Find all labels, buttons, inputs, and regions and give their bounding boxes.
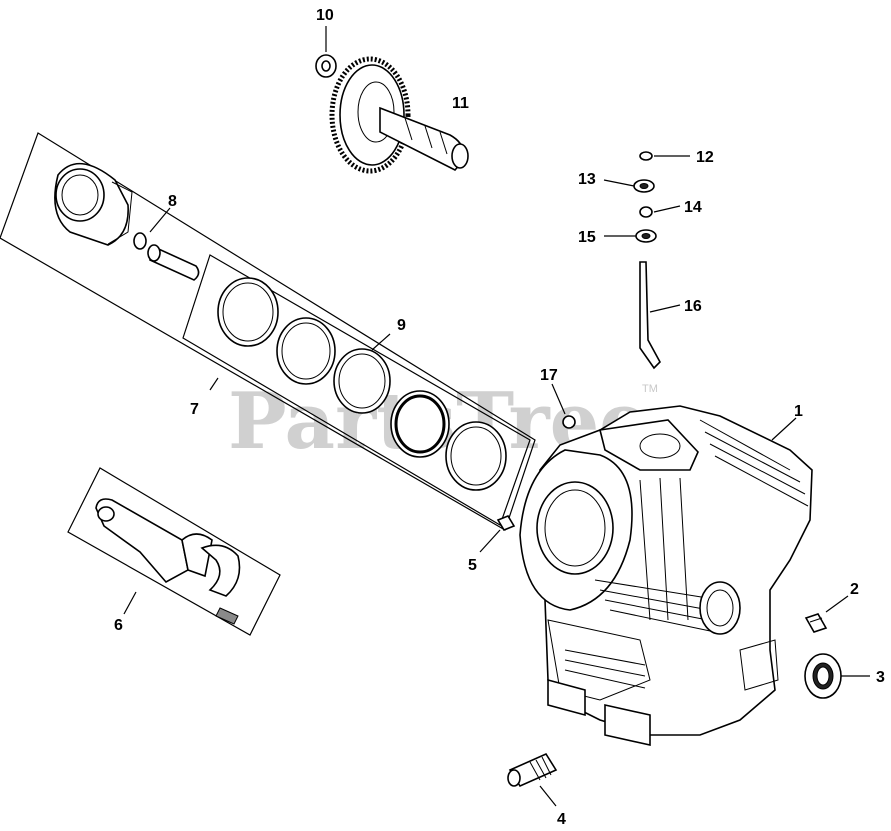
callout-1[interactable]: 1 bbox=[794, 403, 803, 420]
part-3-oil-seal[interactable] bbox=[804, 653, 842, 699]
part-8-retaining-ring[interactable] bbox=[133, 232, 147, 250]
callout-8[interactable]: 8 bbox=[168, 193, 177, 210]
piston-group-outline bbox=[0, 132, 536, 531]
callout-16[interactable]: 16 bbox=[684, 298, 702, 315]
part-16-governor-shaft[interactable] bbox=[639, 261, 661, 370]
callout-6[interactable]: 6 bbox=[114, 617, 123, 634]
callout-10[interactable]: 10 bbox=[316, 7, 334, 24]
callout-11[interactable]: 11 bbox=[452, 95, 469, 112]
part-12-clip[interactable] bbox=[639, 151, 653, 161]
part-11-camshaft[interactable] bbox=[329, 56, 469, 174]
part-14-bushing[interactable] bbox=[639, 206, 653, 218]
callout-3[interactable]: 3 bbox=[876, 669, 885, 686]
part-2-pipe-plug[interactable] bbox=[804, 613, 828, 633]
callout-12[interactable]: 12 bbox=[696, 149, 714, 166]
ring-set-outline bbox=[182, 254, 531, 526]
part-5-dowel-pin[interactable] bbox=[496, 515, 516, 531]
callout-15[interactable]: 15 bbox=[578, 229, 596, 246]
part-9-piston-rings[interactable] bbox=[217, 277, 507, 491]
part-7-piston[interactable] bbox=[54, 162, 133, 246]
part-13-washer[interactable] bbox=[633, 179, 655, 193]
callout-5[interactable]: 5 bbox=[468, 557, 477, 574]
watermark-trademark: TM bbox=[642, 383, 658, 395]
callout-2[interactable]: 2 bbox=[850, 581, 859, 598]
callout-17[interactable]: 17 bbox=[540, 367, 558, 384]
part-17-plug[interactable] bbox=[562, 415, 576, 429]
connecting-rod-outline bbox=[67, 467, 281, 636]
callout-4[interactable]: 4 bbox=[557, 811, 566, 828]
part-6-connecting-rod[interactable] bbox=[95, 498, 241, 625]
callout-9[interactable]: 9 bbox=[397, 317, 406, 334]
callout-7[interactable]: 7 bbox=[190, 401, 199, 418]
callout-14[interactable]: 14 bbox=[684, 199, 702, 216]
part-10-washer[interactable] bbox=[315, 54, 337, 78]
callout-13[interactable]: 13 bbox=[578, 171, 596, 188]
part-4-valve-lifter[interactable] bbox=[507, 752, 558, 788]
part-1-crankcase[interactable] bbox=[519, 405, 813, 746]
piston-pin[interactable] bbox=[147, 244, 200, 281]
part-15-washer[interactable] bbox=[635, 229, 657, 243]
